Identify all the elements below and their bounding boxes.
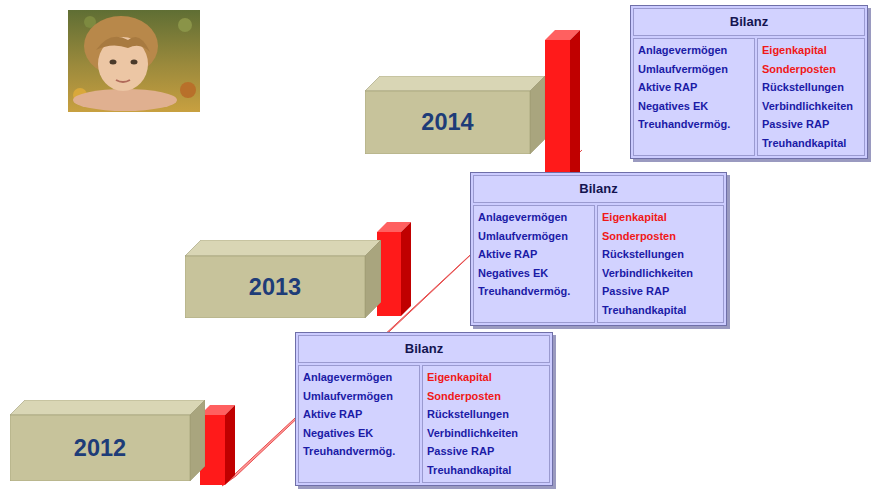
- year-block: 2014: [365, 76, 545, 154]
- account-item: Treuhandkapital: [602, 301, 719, 320]
- red-bar: [545, 30, 580, 185]
- balance-column: AnlagevermögenUmlaufvermögenAktive RAPNe…: [298, 365, 420, 483]
- balance-column: EigenkapitalSonderpostenRückstellungenVe…: [422, 365, 550, 483]
- account-item: Negatives EK: [303, 424, 415, 443]
- account-item: Treuhandkapital: [427, 461, 545, 480]
- account-item: Eigenkapital: [762, 41, 860, 60]
- balance-column: AnlagevermögenUmlaufvermögenAktive RAPNe…: [633, 38, 755, 156]
- year-label: 2012: [10, 415, 190, 481]
- account-item: Passive RAP: [762, 115, 860, 134]
- balance-column: AnlagevermögenUmlaufvermögenAktive RAPNe…: [473, 205, 595, 323]
- sheet-title: Bilanz: [298, 335, 550, 363]
- year-block: 2012: [10, 400, 205, 481]
- year-label: 2014: [365, 91, 530, 154]
- year-block: 2013: [185, 240, 381, 318]
- account-item: Umlaufvermögen: [638, 60, 750, 79]
- account-item: Passive RAP: [427, 442, 545, 461]
- sheet-columns: AnlagevermögenUmlaufvermögenAktive RAPNe…: [298, 365, 550, 483]
- account-item: Negatives EK: [478, 264, 590, 283]
- block-face: [365, 240, 381, 318]
- red-bar: [200, 405, 235, 485]
- balance-sheet: BilanzAnlagevermögenUmlaufvermögenAktive…: [470, 172, 727, 326]
- account-item: Verbindlichkeiten: [602, 264, 719, 283]
- account-item: Aktive RAP: [303, 405, 415, 424]
- account-item: Treuhandvermög.: [303, 442, 415, 461]
- account-item: Eigenkapital: [427, 368, 545, 387]
- account-item: Treuhandkapital: [762, 134, 860, 153]
- account-item: Negatives EK: [638, 97, 750, 116]
- block-face: [185, 240, 381, 256]
- account-item: Sonderposten: [602, 227, 719, 246]
- sheet-columns: AnlagevermögenUmlaufvermögenAktive RAPNe…: [473, 205, 724, 323]
- account-item: Treuhandvermög.: [478, 282, 590, 301]
- account-item: Anlagevermögen: [303, 368, 415, 387]
- block-face: [365, 76, 545, 91]
- child-photo: [68, 10, 200, 112]
- year-label: 2013: [185, 256, 365, 318]
- account-item: Verbindlichkeiten: [427, 424, 545, 443]
- account-item: Passive RAP: [602, 282, 719, 301]
- account-item: Rückstellungen: [602, 245, 719, 264]
- sheet-title: Bilanz: [633, 8, 865, 36]
- account-item: Anlagevermögen: [638, 41, 750, 60]
- block-face: [530, 76, 545, 154]
- account-item: Verbindlichkeiten: [762, 97, 860, 116]
- block-face: [185, 256, 365, 318]
- balance-column: EigenkapitalSonderpostenRückstellungenVe…: [757, 38, 865, 156]
- balance-column: EigenkapitalSonderpostenRückstellungenVe…: [597, 205, 724, 323]
- sheet-title: Bilanz: [473, 175, 724, 203]
- balance-sheet: BilanzAnlagevermögenUmlaufvermögenAktive…: [630, 5, 868, 159]
- balance-sheet: BilanzAnlagevermögenUmlaufvermögenAktive…: [295, 332, 553, 486]
- block-face: [10, 415, 190, 481]
- block-face: [10, 400, 205, 415]
- account-item: Anlagevermögen: [478, 208, 590, 227]
- account-item: Treuhandvermög.: [638, 115, 750, 134]
- account-item: Rückstellungen: [762, 78, 860, 97]
- sheet-columns: AnlagevermögenUmlaufvermögenAktive RAPNe…: [633, 38, 865, 156]
- block-face: [190, 400, 205, 481]
- account-item: Sonderposten: [427, 387, 545, 406]
- block-face: [365, 91, 530, 154]
- red-bar: [377, 222, 411, 316]
- account-item: Aktive RAP: [478, 245, 590, 264]
- account-item: Eigenkapital: [602, 208, 719, 227]
- account-item: Aktive RAP: [638, 78, 750, 97]
- account-item: Umlaufvermögen: [303, 387, 415, 406]
- account-item: Sonderposten: [762, 60, 860, 79]
- account-item: Rückstellungen: [427, 405, 545, 424]
- account-item: Umlaufvermögen: [478, 227, 590, 246]
